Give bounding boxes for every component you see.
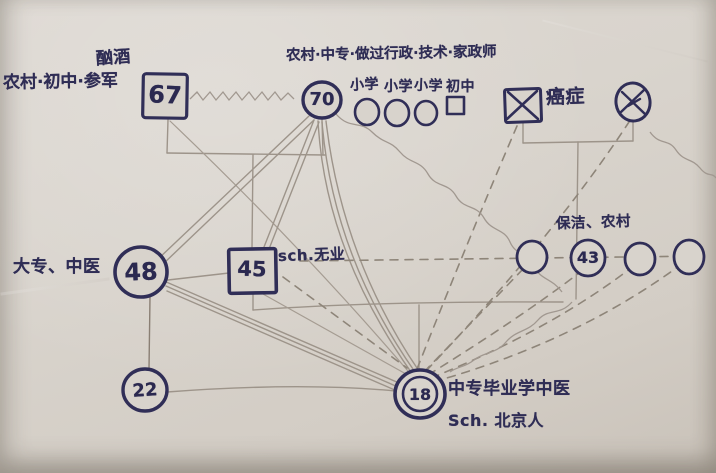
edge-67-drop — [166, 119, 169, 154]
edge-45-18 — [262, 293, 407, 375]
node-aunt-3 — [623, 241, 657, 277]
edge-48-18-b — [165, 285, 399, 388]
edge-70-45-a — [263, 119, 315, 248]
node-grandmother-70 — [301, 80, 343, 120]
age-grandfather: 67 — [147, 80, 183, 110]
fused-relationship-lines — [156, 115, 420, 392]
edge-22-18 — [166, 386, 397, 393]
node-father-45 — [226, 246, 279, 296]
edge-70-48-b — [161, 119, 315, 266]
edge-70-48-a — [156, 115, 310, 261]
edge-48-22 — [148, 296, 151, 370]
label-mother-desc: 大专、中医 — [13, 257, 101, 277]
edge-48-45-marriage — [167, 272, 230, 281]
edge-48-18-c — [166, 290, 398, 392]
node-aunt-4 — [672, 238, 706, 276]
conflict-lines — [189, 90, 716, 373]
edge-topright-conflict — [649, 131, 716, 179]
label-alcohol: 酗酒 — [95, 46, 132, 70]
edge-67-18 — [169, 120, 409, 372]
node-grandfather-67 — [141, 72, 189, 120]
age-sibling: 22 — [131, 379, 159, 402]
edge-45-18-distant — [282, 276, 408, 369]
edge-left-bracket — [166, 152, 326, 156]
label-index-desc-2: Sch. 北京人 — [448, 411, 545, 430]
age-aunt: 43 — [576, 248, 600, 267]
label-edu-3: 小学 — [413, 77, 444, 95]
genogram-nodes — [113, 72, 706, 420]
label-index-desc-1: 中专毕业学中医 — [448, 379, 571, 399]
age-father: 45 — [236, 256, 268, 282]
age-index-person: 18 — [408, 385, 432, 404]
node-relative-2 — [383, 98, 411, 128]
edge-70-18-b — [321, 121, 416, 373]
label-aunts-desc: 保洁、农村 — [555, 213, 632, 233]
node-relative-1 — [353, 97, 381, 127]
age-mother: 48 — [123, 257, 159, 287]
edge-67-70-conflict — [189, 90, 295, 102]
family-structure-lines — [148, 119, 634, 393]
label-edu-4: 初中 — [446, 79, 475, 95]
edge-18-aunt1 — [423, 267, 525, 373]
node-relative-junior — [445, 95, 466, 116]
edge-43-18-conflict — [449, 301, 573, 373]
edge-18-cancer — [416, 125, 518, 370]
label-edu-1: 小学 — [349, 76, 380, 94]
deceased-x-icon — [505, 89, 540, 121]
edge-18-aunt4 — [432, 265, 680, 383]
node-aunt-1 — [515, 239, 549, 275]
label-grandfather-desc: 农村·初中·参军 — [2, 70, 119, 94]
edge-70-18-c — [325, 120, 420, 372]
node-mother-48 — [113, 245, 169, 299]
edge-18-aunt43 — [427, 272, 580, 376]
node-aunt-43 — [569, 238, 607, 278]
edge-48-18-a — [163, 280, 400, 384]
node-index-18-inner — [401, 375, 439, 413]
edge-70-18-a — [317, 120, 412, 373]
label-edu-2: 小学 — [384, 79, 413, 95]
age-grandmother: 70 — [309, 89, 335, 110]
edge-bottom-sibline — [252, 301, 564, 311]
edge-18-aunt3 — [430, 267, 632, 379]
node-relative-3 — [413, 99, 439, 127]
edge-70-45-b — [268, 121, 320, 250]
label-father-desc: sch.无业 — [277, 244, 346, 266]
label-cancer: 癌症 — [545, 85, 586, 109]
deceased-x-icon — [619, 88, 647, 116]
node-sibling-22 — [121, 367, 169, 413]
